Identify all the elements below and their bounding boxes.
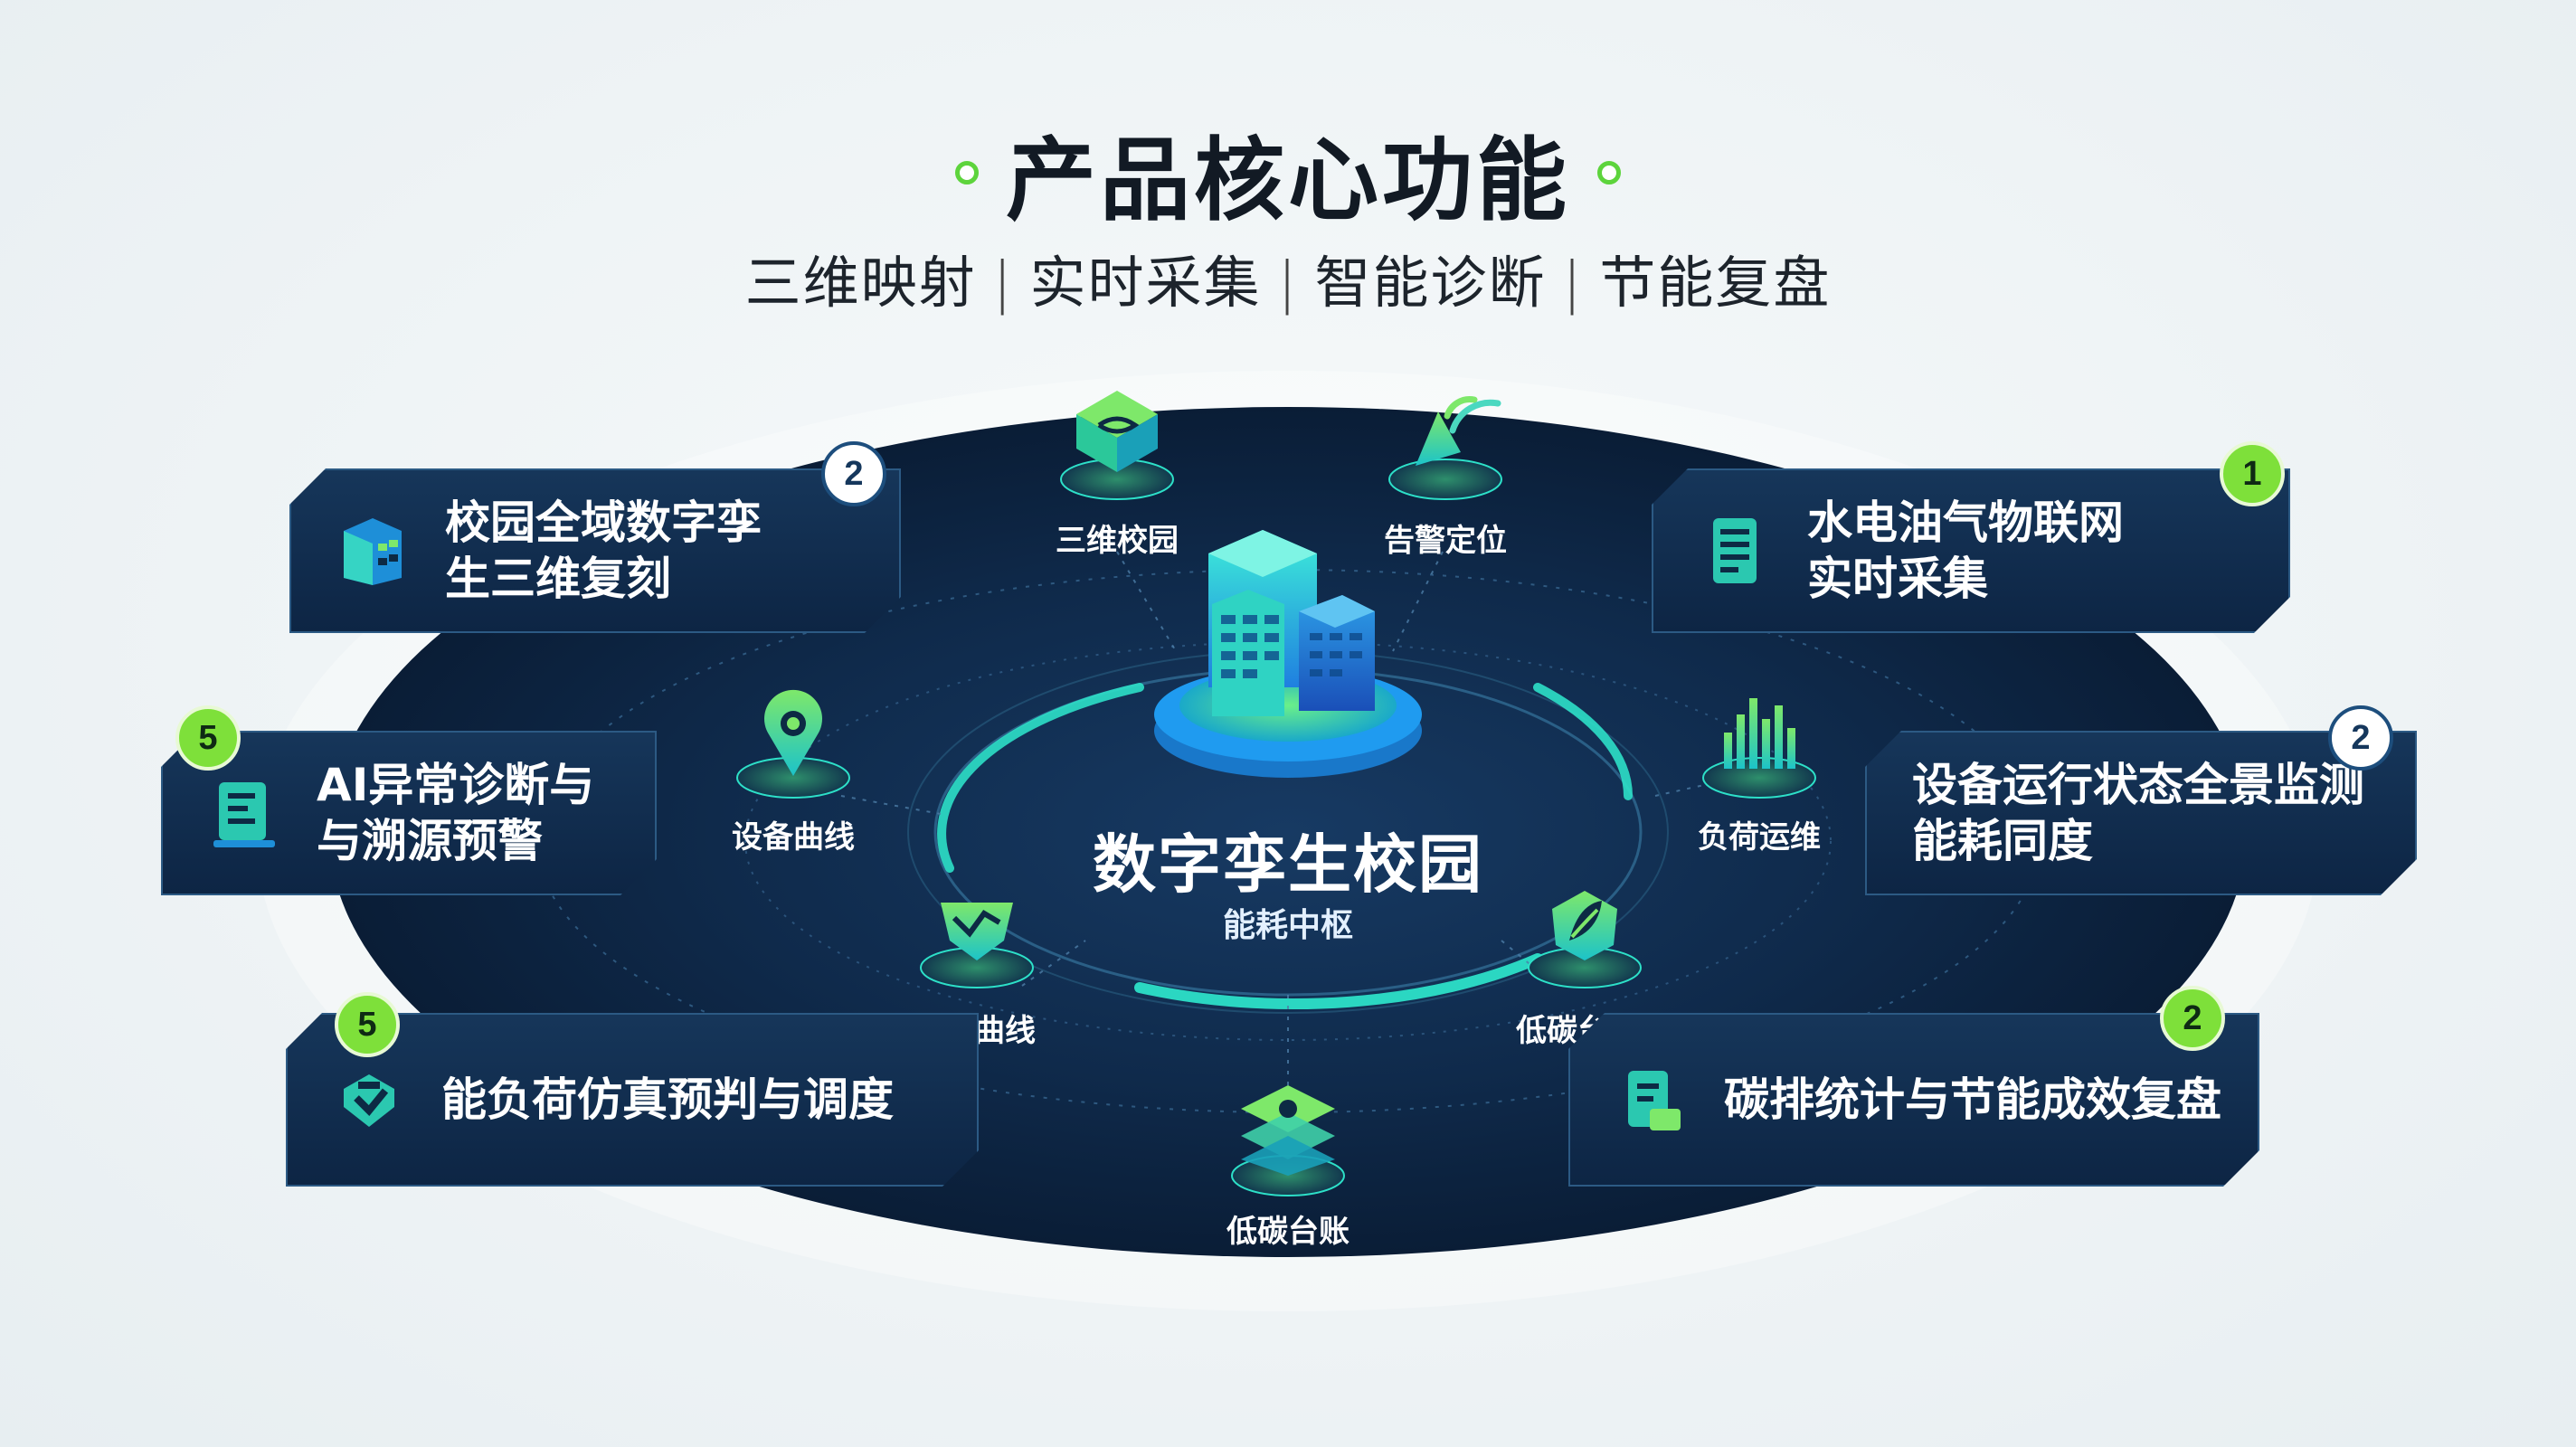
- center-title: 数字孪生校园: [1093, 828, 1483, 902]
- card-line2: 实时采集: [1807, 553, 1988, 605]
- building-icon: [335, 513, 411, 589]
- page-title-row: 产品核心功能: [955, 107, 1621, 238]
- node-low-carbon-bottom: [1231, 1085, 1345, 1196]
- node-label-load-ops: 负荷运维: [1698, 819, 1821, 856]
- layers-stack-icon: [1241, 1085, 1335, 1176]
- card-line2: 生三维复刻: [445, 553, 671, 605]
- subtitle-separator: |: [992, 250, 1014, 316]
- feature-card-digital-twin: 校园全域数字孪 生三维复刻: [289, 468, 901, 633]
- subtitle-item-4: 节能复盘: [1599, 250, 1832, 316]
- card-line1: 碳排统计与节能成效复盘: [1724, 1073, 2221, 1126]
- card-line1: 设备运行状态全景监测: [1912, 759, 2364, 811]
- subtitle-separator: |: [1562, 250, 1584, 316]
- alarm-signal-icon: [1416, 396, 1501, 466]
- card-line1: 能负荷仿真预判与调度: [441, 1073, 894, 1126]
- node-load-curve: [920, 903, 1034, 988]
- glow-arc-right: [1533, 683, 1633, 800]
- node-load-ops: [1702, 698, 1816, 799]
- subtitle: 三维映射|实时采集|智能诊断|节能复盘: [0, 237, 2576, 318]
- node-low-carbon-ledger: [1528, 891, 1642, 988]
- badge-count: 2: [2160, 986, 2225, 1051]
- location-pin-icon: [764, 689, 822, 776]
- card-line1: 水电油气物联网: [1807, 497, 2124, 549]
- center-building-icon: [1154, 530, 1422, 778]
- title-dot-right-icon: [1597, 160, 1621, 184]
- node-device-curve: [736, 689, 850, 799]
- node-label-low-carbon-bottom: 低碳台账: [1226, 1214, 1350, 1250]
- feature-card-ai-diagnosis: AI异常诊断与 与溯源预警: [161, 731, 657, 895]
- header: 产品核心功能: [0, 107, 2576, 238]
- subtitle-item-3: 智能诊断: [1314, 250, 1547, 316]
- node-alarm-location: [1388, 396, 1502, 500]
- shield-dispatch-icon: [331, 1062, 407, 1138]
- feature-card-device-monitoring: 设备运行状态全景监测 能耗同度: [1865, 731, 2417, 895]
- subtitle-item-1: 三维映射: [744, 250, 977, 316]
- title-dot-left-icon: [955, 160, 979, 184]
- leaf-badge-icon: [1552, 891, 1617, 960]
- server-list-icon: [1697, 513, 1773, 589]
- middle-dotted-ring: [744, 641, 1832, 1041]
- badge-count: 2: [2328, 705, 2393, 771]
- report-icon: [1614, 1062, 1690, 1138]
- node-label-3d-campus: 三维校园: [1056, 523, 1179, 559]
- node-label-alarm-location: 告警定位: [1384, 523, 1507, 559]
- document-alert-icon: [206, 775, 282, 851]
- card-line2: 能耗同度: [1912, 815, 2093, 867]
- card-line2: 与溯源预警: [317, 815, 543, 867]
- center-subtitle: 能耗中枢: [1222, 907, 1353, 944]
- bar-chart-icon: [1724, 698, 1795, 769]
- badge-count: 2: [821, 441, 886, 506]
- node-3d-campus: [1060, 391, 1174, 500]
- glow-arc-bottom: [1134, 953, 1543, 1010]
- subtitle-separator: |: [1277, 250, 1299, 316]
- card-line1: AI异常诊断与: [317, 759, 595, 811]
- badge-count: 5: [175, 705, 241, 771]
- subtitle-item-2: 实时采集: [1029, 250, 1262, 316]
- feature-card-load-simulation: 能负荷仿真预判与调度: [286, 1013, 979, 1187]
- feature-card-carbon-review: 碳排统计与节能成效复盘: [1568, 1013, 2259, 1187]
- 3d-cube-icon: [1076, 391, 1158, 472]
- node-label-device-curve: 设备曲线: [732, 819, 855, 856]
- feature-card-iot-collection: 水电油气物联网 实时采集: [1652, 468, 2290, 633]
- curve-shield-icon: [941, 903, 1013, 960]
- card-line1: 校园全域数字孪: [445, 497, 762, 549]
- glow-arc-left: [937, 683, 1144, 873]
- badge-count: 5: [335, 992, 400, 1057]
- page-title: 产品核心功能: [1006, 128, 1570, 233]
- badge-count: 1: [2220, 441, 2285, 506]
